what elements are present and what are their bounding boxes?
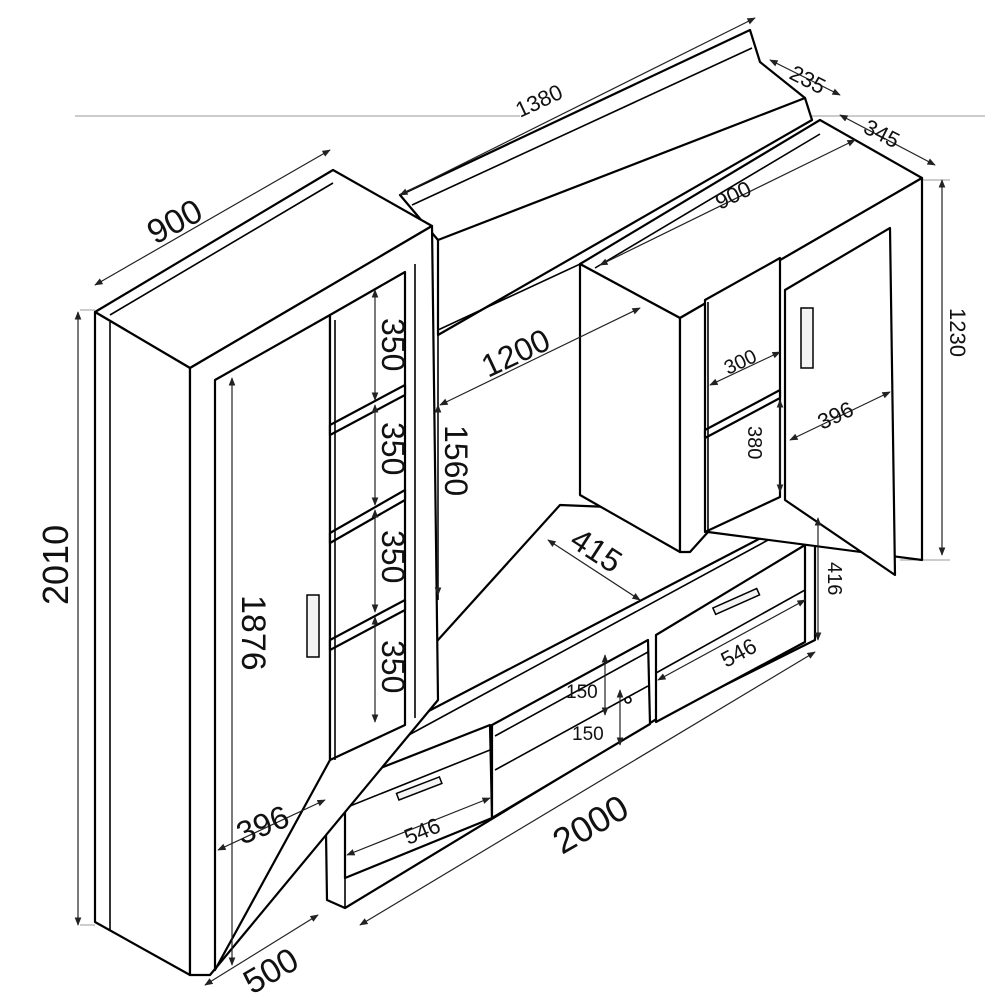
label-wall-cabinet-opening: 380 [743,426,765,459]
dim-line-1200 [439,307,641,406]
label-shelf-1: 350 [375,318,411,371]
label-center-height: 1560 [438,425,474,496]
label-tv-unit-width: 2000 [546,786,636,862]
dimension-lines [74,17,946,986]
dim-line-2000 [359,651,816,926]
dim-line-900-right [599,139,856,266]
dim-line-500 [204,914,319,986]
tall-cabinet-handle [306,594,320,658]
wall-cabinet-opening [703,256,782,534]
label-center-width: 1200 [476,322,556,385]
wall-cabinet-handle [800,307,814,369]
label-tall-cabinet-width: 900 [141,192,209,252]
dim-line-900-left [94,149,331,286]
label-tall-cabinet-door-height: 1876 [234,595,272,671]
dim-line-415 [547,539,641,601]
label-niche-top: 150 [566,682,598,703]
label-tall-cabinet-height: 2010 [35,525,76,605]
label-shelf-2: 350 [375,422,411,475]
label-tall-cabinet-depth: 500 [237,941,305,1000]
dim-line-345 [839,114,936,166]
dim-line-1380 [399,17,756,196]
dimension-labels: 1380 235 345 900 1230 900 2010 1876 350 … [35,60,970,1000]
label-shelf-4: 350 [375,640,411,693]
dim-line-235 [769,59,841,96]
label-wall-cabinet-height: 1230 [945,308,970,357]
label-shelf-3: 350 [375,530,411,583]
label-niche-bottom: 150 [572,724,604,745]
label-tv-unit-height: 416 [823,562,845,595]
dim-line-396-right [789,391,891,441]
dim-line-300 [709,351,781,386]
dim-line-396-left [217,799,326,851]
